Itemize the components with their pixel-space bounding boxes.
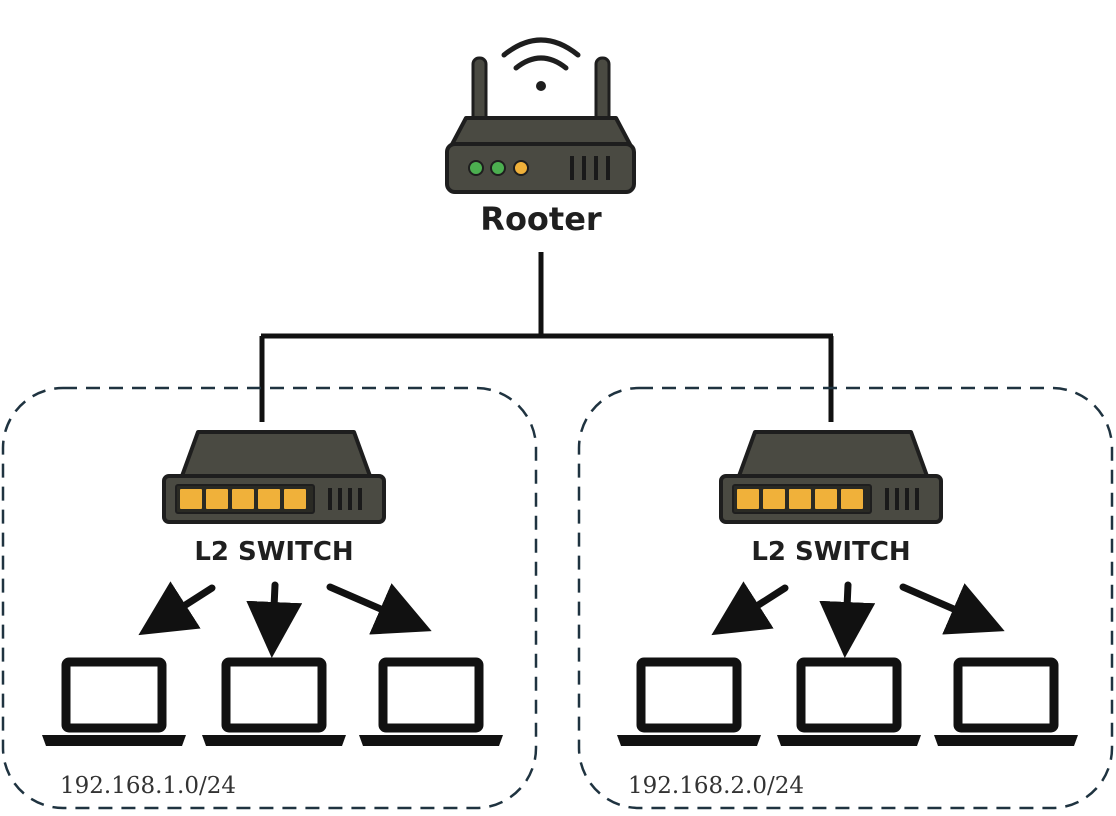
laptop-icon xyxy=(617,662,761,746)
arrow-center xyxy=(819,581,876,658)
connection-lines xyxy=(259,252,834,422)
router: Rooter xyxy=(445,37,636,238)
arrow-left xyxy=(711,581,789,636)
switch-icon xyxy=(719,430,943,524)
laptop-icon xyxy=(777,662,921,746)
laptop-icon xyxy=(359,662,503,746)
arrow-center xyxy=(246,581,303,658)
subnet-1: L2 SWITCH 192.168.1.0/24 xyxy=(1,386,538,810)
arrow-right xyxy=(899,583,1005,635)
wifi-router-icon xyxy=(445,56,636,194)
laptop-icon xyxy=(42,662,186,746)
subnet-boundary xyxy=(1,386,538,810)
network-address: 192.168.2.0/24 xyxy=(628,773,804,799)
wifi-signal-icon xyxy=(501,37,581,91)
arrow-left xyxy=(138,581,216,636)
switch-icon xyxy=(162,430,386,524)
downlink-arrows xyxy=(711,581,1005,658)
subnet-2: L2 SWITCH 192.168.2.0/24 xyxy=(577,386,1114,810)
router-led-3 xyxy=(513,160,529,176)
switch-label: L2 SWITCH xyxy=(751,537,910,567)
downlink-arrows xyxy=(138,581,432,658)
subnet-boundary xyxy=(577,386,1114,810)
laptop-icon xyxy=(202,662,346,746)
router-led-2 xyxy=(490,160,506,176)
router-led-1 xyxy=(468,160,484,176)
switch-label: L2 SWITCH xyxy=(194,537,353,567)
arrow-right xyxy=(326,583,432,635)
laptop-icon xyxy=(934,662,1078,746)
router-label: Rooter xyxy=(480,200,602,238)
network-address: 192.168.1.0/24 xyxy=(60,773,236,799)
